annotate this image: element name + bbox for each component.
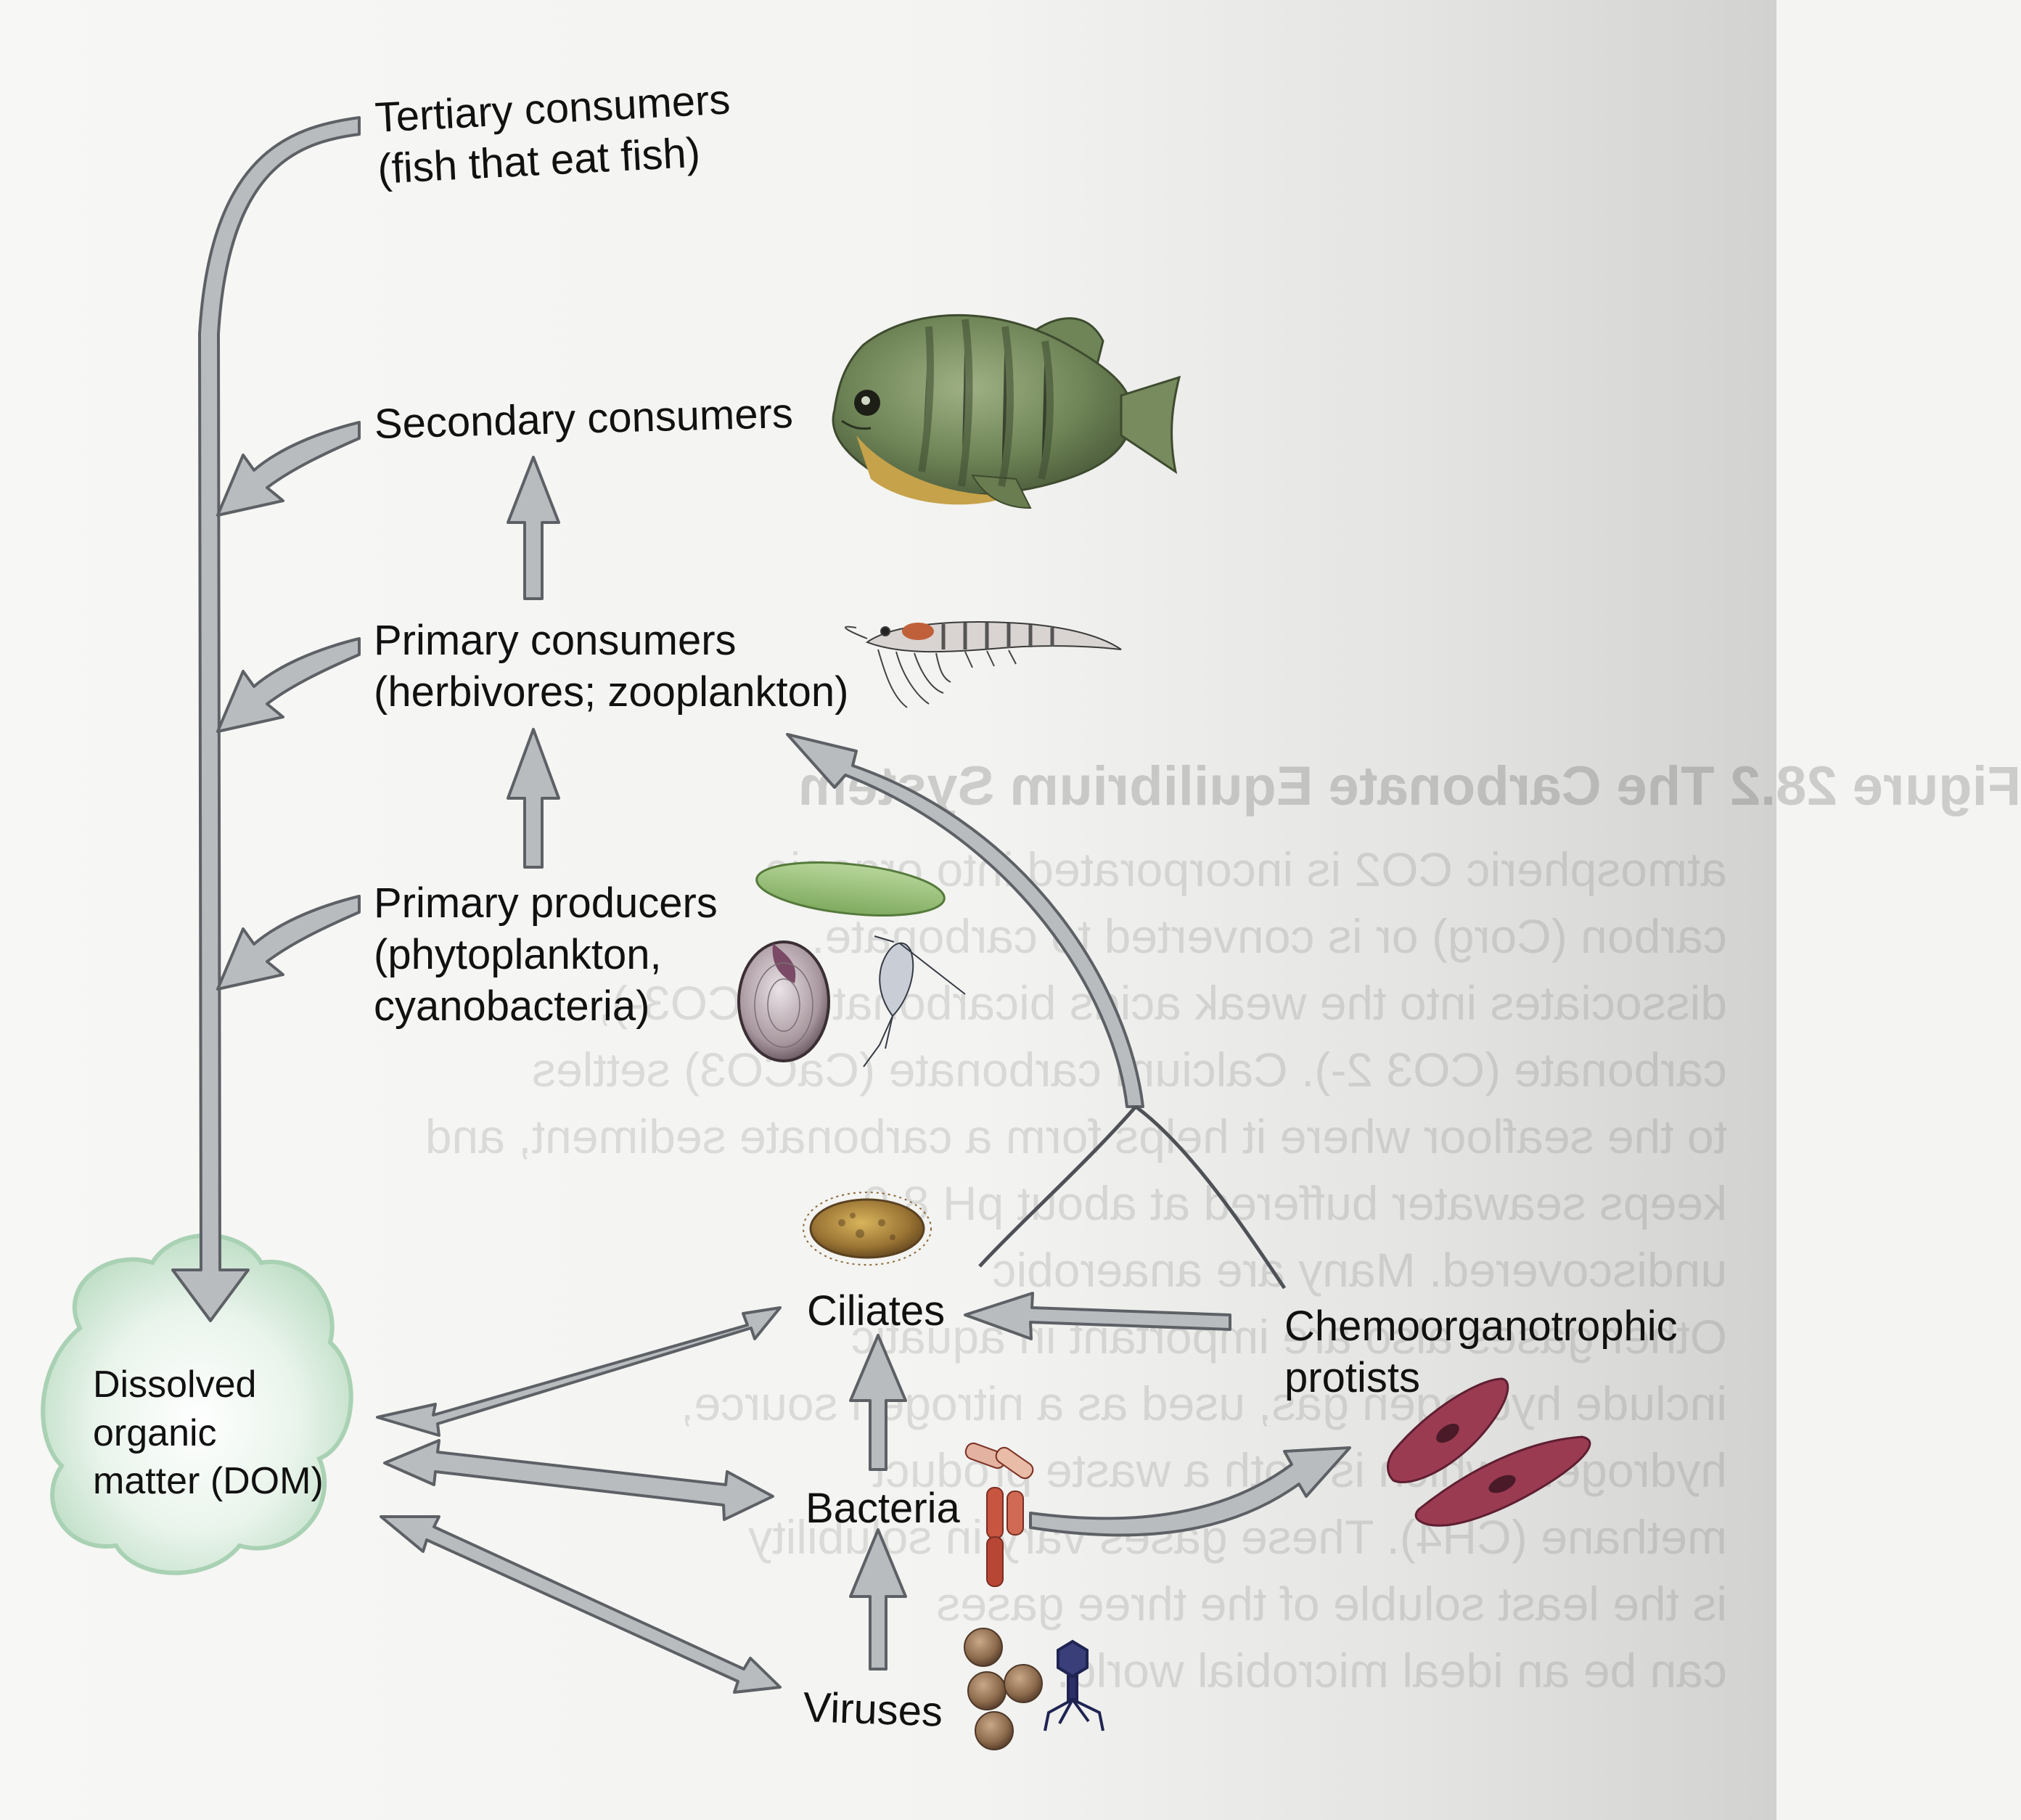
sunfish-icon [832,313,1181,509]
arrow-dom-ciliates [376,1306,782,1437]
arrow-microbial-loop-to-primary-consumers [786,733,1144,1108]
junction-lines [978,1104,1287,1290]
krill-icon [845,621,1122,708]
arrow-primary-producers-to-dom [216,895,361,991]
label-bacteria: Bacteria [805,1485,960,1532]
arrow-dom-viruses [380,1515,782,1694]
arrow-primary-consumers-to-dom [216,637,361,733]
protist-icon [1387,1377,1591,1527]
label-primary-consumers: Primary consumers (herbivores; zooplankt… [374,617,849,716]
label-primary-producers: Primary producers (phytoplankton, cyanob… [374,880,718,1030]
arrow-primary-consumers-to-secondary [507,456,560,600]
label-secondary-consumers: Secondary consumers [374,389,794,448]
label-chemoorganotrophic-protists: Chemoorganotrophic protists [1284,1303,1678,1401]
arrow-primary-producers-to-primary-consumers [507,728,560,869]
arrow-bacteria-to-ciliates [849,1334,907,1471]
label-ciliates: Ciliates [807,1287,946,1335]
arrow-bacteria-to-chemo [1029,1446,1351,1537]
bacteria-icon [964,1442,1034,1587]
virus-icon [964,1628,1104,1750]
arrow-secondary-to-dom [216,421,361,517]
arrow-dom-bacteria [383,1439,774,1521]
food-web-diagram [41,116,1591,1750]
arrow-tertiary-to-dom [171,116,361,1322]
arrow-chemo-to-ciliates [964,1292,1231,1340]
phytoplankton-icon [737,861,966,1067]
ciliate-icon [803,1192,932,1266]
arrow-viruses-to-bacteria [849,1528,907,1671]
label-dom: Dissolved organic matter (DOM) [93,1364,324,1503]
label-viruses: Viruses [802,1683,944,1736]
dom-cloud-icon [41,1233,353,1575]
label-tertiary-consumers: Tertiary consumers (fish that eat fish) [374,75,731,193]
